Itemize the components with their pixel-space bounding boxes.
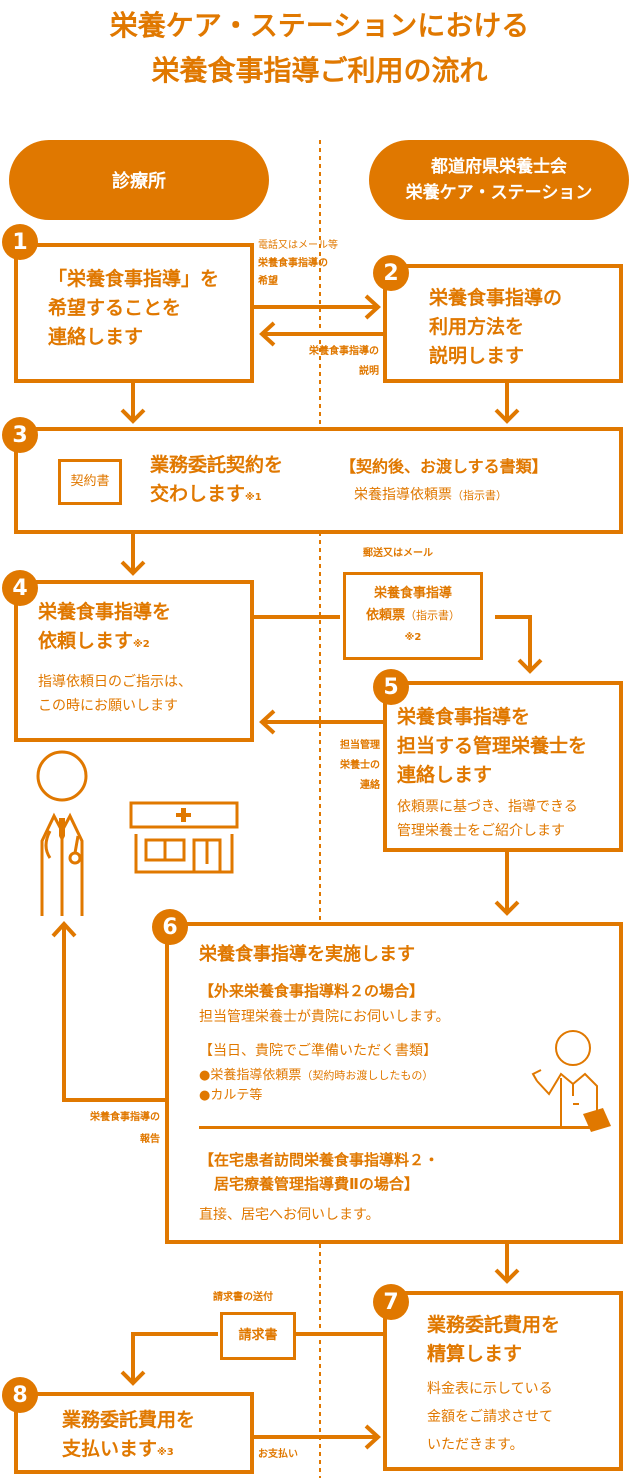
step-3-line: 業務委託契約を — [150, 454, 284, 476]
step-6-divider — [199, 1126, 597, 1129]
station-label-2: 栄養ケア・ステーション — [405, 183, 593, 203]
label-mail: 郵送又はメール — [363, 548, 433, 559]
label-assign-1: 担当管理 — [340, 740, 380, 751]
column-header-station: 都道府県栄養士会 栄養ケア・ステーション — [369, 140, 629, 220]
step-2-badge: 2 — [373, 255, 409, 291]
step-2-box: 栄養食事指導の 利用方法を 説明します — [383, 264, 623, 383]
label-request-2: 希望 — [258, 276, 278, 287]
request-document-icon: 栄養食事指導 依頼票（指示書） ※2 — [343, 572, 483, 660]
label-assign-3: 連絡 — [360, 780, 380, 791]
step-6-case1-text: 担当管理栄養士が貴院にお伺いします。 — [199, 1009, 450, 1025]
contract-document-icon: 契約書 — [58, 459, 122, 505]
station-label-1: 都道府県栄養士会 — [431, 157, 567, 177]
label-report-2: 報告 — [140, 1134, 160, 1145]
column-header-clinic: 診療所 — [9, 140, 269, 220]
step-6-case1-heading: 【外来栄養食事指導料２の場合】 — [199, 982, 425, 1000]
step-1-box: 「栄養食事指導」を 希望することを 連絡します — [14, 243, 254, 383]
step-2-line: 利用方法を — [429, 316, 525, 338]
step-6-badge: 6 — [152, 909, 188, 945]
step-2-line: 栄養食事指導の — [429, 287, 563, 309]
request-doc-line: 栄養食事指導 — [373, 586, 452, 601]
label-payment: お支払い — [258, 1449, 298, 1460]
step-4-box: 栄養食事指導を 依頼します※2 指導依頼日のご指示は、 この時にお願いします — [14, 580, 254, 742]
step-4-sub: 指導依頼日のご指示は、 — [38, 674, 192, 690]
step-7-sub: いただきます。 — [427, 1437, 524, 1453]
label-invoice: 請求書の送付 — [213, 1292, 273, 1303]
label-assign: 担当管理 栄養士の 連絡 — [320, 736, 380, 796]
label-assign-2: 栄養士の — [340, 760, 380, 771]
step-1-line: 連絡します — [48, 326, 144, 348]
contract-doc-label: 契約書 — [70, 474, 110, 489]
step-3-badge: 3 — [2, 417, 38, 453]
step-6-doc-paren: （契約時お渡ししたもの） — [301, 1069, 434, 1082]
step-3-side-paren: （指示書） — [452, 489, 507, 502]
step-5-line: 連絡します — [397, 764, 493, 786]
step-1-line: 「栄養食事指導」を — [48, 268, 220, 290]
step-1-badge: 1 — [2, 224, 38, 260]
step-7-line: 精算します — [427, 1343, 523, 1365]
clinic-icon — [129, 801, 239, 874]
invoice-document-icon: 請求書 — [220, 1312, 296, 1360]
step-5-sub: 依頼票に基づき、指導できる — [397, 799, 578, 815]
label-report-1: 栄養食事指導の — [90, 1112, 160, 1123]
step-3-side-heading: 【契約後、お渡しする書類】 — [340, 457, 548, 476]
clinic-label: 診療所 — [112, 171, 166, 192]
request-doc-note: ※2 — [404, 632, 422, 643]
step-6-box: 栄養食事指導を実施します 【外来栄養食事指導料２の場合】 担当管理栄養士が貴院に… — [165, 922, 623, 1244]
label-report: 栄養食事指導の 報告 — [30, 1107, 160, 1151]
step-5-line: 担当する管理栄養士を — [397, 735, 588, 757]
invoice-doc-label: 請求書 — [238, 1328, 278, 1343]
step-5-sub: 管理栄養士をご紹介します — [397, 823, 565, 839]
step-4-line: 栄養食事指導を — [38, 601, 172, 623]
step-7-sub: 料金表に示している — [427, 1381, 553, 1397]
step-8-line: 支払います — [62, 1438, 158, 1460]
step-7-box: 業務委託費用を 精算します 料金表に示している 金額をご請求させて いただきます… — [383, 1291, 623, 1471]
step-5-box: 栄養食事指導を 担当する管理栄養士を 連絡します 依頼票に基づき、指導できる 管… — [383, 681, 623, 852]
step-8-badge: 8 — [2, 1377, 38, 1413]
step-7-line: 業務委託費用を — [427, 1314, 561, 1336]
step-4-line: 依頼します — [38, 630, 134, 652]
step-6-doc-item: ●栄養指導依頼票 — [199, 1068, 302, 1083]
label-request-1: 栄養食事指導の — [258, 258, 328, 269]
step-4-note: ※2 — [133, 639, 150, 650]
step-6-case2-text: 直接、居宅へお伺いします。 — [199, 1207, 380, 1223]
step-8-box: 業務委託費用を 支払います※3 — [14, 1392, 254, 1474]
step-3-line: 交わします — [150, 483, 246, 505]
step-5-line: 栄養食事指導を — [397, 706, 531, 728]
step-6-case2-heading-1: 【在宅患者訪問栄養食事指導料２・ — [199, 1151, 440, 1169]
step-5-badge: 5 — [373, 669, 409, 705]
title-line-1: 栄養ケア・ステーションにおける — [109, 9, 530, 42]
step-6-heading: 栄養食事指導を実施します — [199, 944, 415, 965]
label-phone-mail: 電話又はメール等 — [258, 240, 338, 251]
step-1-line: 希望することを — [48, 297, 182, 319]
step-4-badge: 4 — [2, 570, 38, 606]
label-explain-2: 説明 — [359, 366, 379, 377]
step-3-box: 契約書 業務委託契約を 交わします※1 【契約後、お渡しする書類】 栄養指導依頼… — [14, 427, 623, 534]
step-3-note: ※1 — [245, 492, 262, 503]
step-4-sub: この時にお願いします — [38, 698, 178, 714]
dietitian-icon — [531, 1030, 611, 1132]
doctor-icon — [36, 750, 88, 916]
step-8-line: 業務委託費用を — [62, 1409, 196, 1431]
step-8-note: ※3 — [157, 1447, 174, 1458]
step-6-case2-heading-2: 居宅療養管理指導費Ⅱの場合】 — [199, 1175, 419, 1193]
request-doc-paren: （指示書） — [405, 609, 460, 622]
step-2-line: 説明します — [429, 345, 525, 367]
label-explain-1: 栄養食事指導の — [309, 346, 379, 357]
step-6-docs-heading: 【当日、貴院でご準備いただく書類】 — [199, 1043, 437, 1059]
step-6-doc-item: ●カルテ等 — [199, 1088, 263, 1103]
request-doc-line: 依頼票 — [365, 608, 405, 623]
step-3-side-text: 栄養指導依頼票 — [354, 487, 452, 503]
step-7-sub: 金額をご請求させて — [427, 1409, 553, 1425]
step-7-badge: 7 — [373, 1284, 409, 1320]
title-line-2: 栄養食事指導ご利用の流れ — [151, 54, 488, 87]
